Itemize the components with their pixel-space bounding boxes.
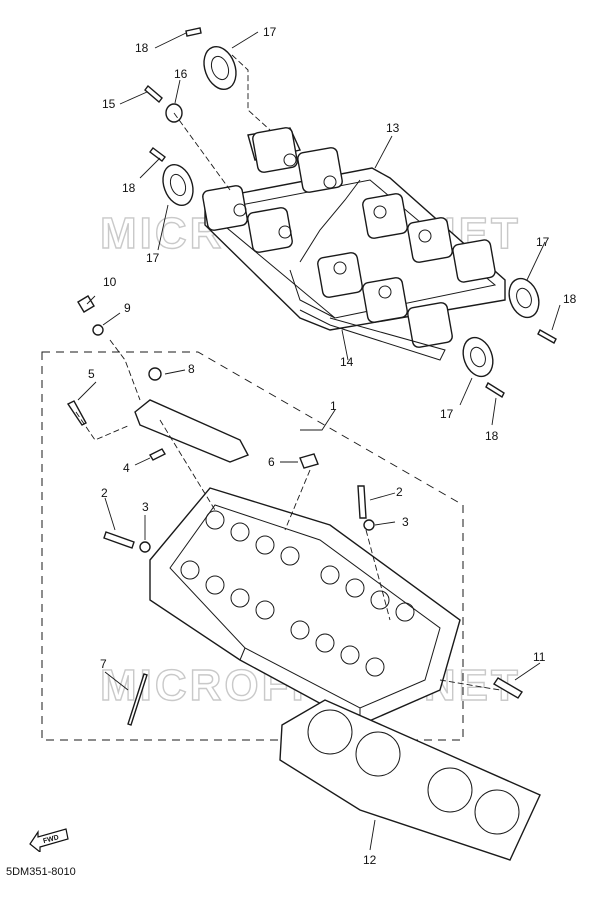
- forward-arrow-icon: FWD: [29, 828, 69, 852]
- cap-6: [299, 453, 319, 469]
- callout-7: 7: [100, 657, 107, 671]
- callout-labels: 18 17 16 15 18 17 13 17 18 14 17 18 1 10…: [88, 25, 577, 867]
- leader-lines: [75, 31, 561, 851]
- circlip-3-right: [363, 519, 375, 531]
- washer-9: [92, 324, 104, 336]
- callout-6: 6: [268, 455, 275, 469]
- intake-camshaft: [247, 127, 496, 283]
- camshaft-end-plate-lower-right: [462, 336, 494, 378]
- diagram-code: 5DM351-8010: [6, 866, 76, 878]
- bolt-18-mid: [149, 147, 166, 162]
- spark-plug-11: [493, 677, 523, 699]
- callout-1: 1: [330, 399, 337, 413]
- valve-guide-2-right: [357, 485, 367, 519]
- callout-18: 18: [563, 292, 577, 306]
- callout-5: 5: [88, 367, 95, 381]
- cylinder-head: [149, 487, 461, 726]
- oil-delivery-pipe: [134, 399, 249, 463]
- valve-guide-2-left: [103, 531, 135, 549]
- camshaft-end-plate-upper-left: [203, 45, 237, 91]
- bolt-18-right-lower: [485, 381, 505, 399]
- callout-2: 2: [396, 485, 403, 499]
- cylinder-head-gasket: [279, 699, 541, 861]
- callout-3: 3: [142, 500, 149, 514]
- callout-8: 8: [188, 362, 195, 376]
- cap-10: [77, 295, 95, 313]
- callout-17: 17: [536, 235, 550, 249]
- callout-14: 14: [340, 355, 354, 369]
- cylinder-head-assembly-boundary: [41, 351, 464, 741]
- plug-8: [148, 367, 162, 381]
- bolt-18-top: [185, 27, 202, 37]
- circlip-3-left: [139, 541, 151, 553]
- callout-15: 15: [102, 97, 116, 111]
- callout-10: 10: [103, 275, 117, 289]
- callout-3: 3: [402, 515, 409, 529]
- bolt-15: [144, 84, 163, 104]
- callout-9: 9: [124, 301, 131, 315]
- stud-bolt-7: [127, 673, 148, 726]
- callout-4: 4: [123, 461, 130, 475]
- callout-16: 16: [174, 67, 188, 81]
- callout-2: 2: [101, 486, 108, 500]
- callout-17: 17: [263, 25, 277, 39]
- callout-18: 18: [485, 429, 499, 443]
- camshaft-end-plate-upper-right: [508, 277, 540, 319]
- callout-13: 13: [386, 121, 400, 135]
- callout-12: 12: [363, 853, 377, 867]
- callout-18: 18: [122, 181, 136, 195]
- camshaft-end-plate-mid-left: [162, 163, 194, 207]
- callout-11: 11: [533, 650, 546, 664]
- bolt-18-right-upper: [537, 329, 557, 344]
- callout-18: 18: [135, 41, 149, 55]
- fwd-label: FWD: [42, 834, 59, 845]
- exhaust-camshaft: [202, 185, 453, 348]
- cap-frame-lower: [299, 309, 446, 361]
- callout-17: 17: [146, 251, 160, 265]
- dowel-4: [149, 448, 166, 461]
- callout-17: 17: [440, 407, 454, 421]
